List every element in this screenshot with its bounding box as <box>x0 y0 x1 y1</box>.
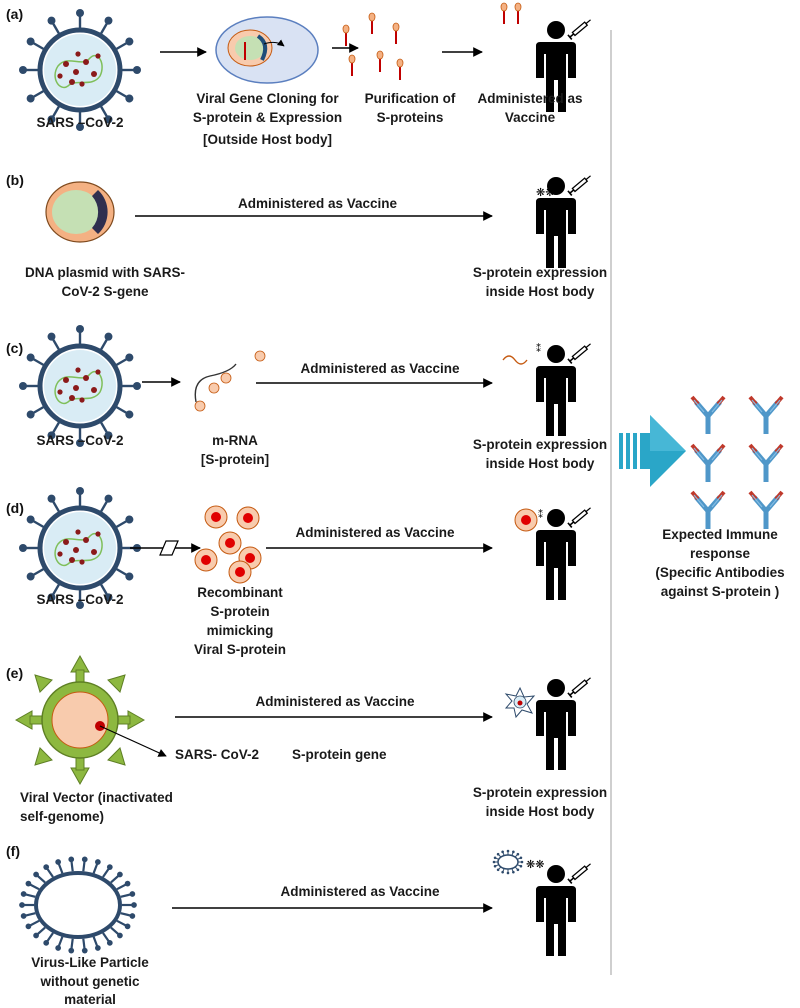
vlp-label-line-2: without genetic <box>40 974 140 989</box>
recombinant-label-line-4: Viral S-protein <box>193 642 287 657</box>
panel-letter-e: (e) <box>6 665 24 681</box>
mrna-icon <box>194 350 266 412</box>
expression-label-line-1: S-protein expression <box>472 785 608 800</box>
panel-c-graphics: ⁑ <box>19 325 594 447</box>
virus-label: SARS –CoV-2 <box>36 592 124 607</box>
recombinant-protein-icons <box>194 505 262 584</box>
big-arrow-icon <box>619 415 686 487</box>
virus-like-particle-icon <box>19 856 137 954</box>
panel-letter-b: (b) <box>6 172 24 188</box>
svg-text:⁑: ⁑ <box>536 342 541 355</box>
arrow-label-d: Administered as Vaccine <box>295 525 455 540</box>
arrow-label-e: Administered as Vaccine <box>255 694 415 709</box>
arrow-label-c: Administered as Vaccine <box>300 361 460 376</box>
outcome-label-line-3: (Specific Antibodies <box>655 565 785 580</box>
virus-label: SARS –CoV-2 <box>36 433 124 448</box>
virus-label: SARS –CoV-2 <box>36 115 124 130</box>
plasmid-label-line-2: CoV-2 S-gene <box>61 284 149 299</box>
panel-b-graphics: ❋❋ <box>45 172 594 269</box>
recombinant-label-line-1: Recombinant <box>197 585 283 600</box>
gene-label-virus: SARS- CoV-2 <box>175 747 260 762</box>
vlp-label-line-3: material <box>64 992 116 1007</box>
antibody-icons <box>692 397 782 529</box>
purification-label-line-1: Purification of <box>364 91 456 106</box>
cloning-label-line-2: S-protein & Expression <box>192 110 343 125</box>
gene-label-protein: S-protein gene <box>292 747 387 762</box>
panel-e-graphics <box>14 654 594 786</box>
panel-letter-f: (f) <box>6 843 20 859</box>
panel-letter-d: (d) <box>6 500 24 516</box>
cloning-label-line-3: [Outside Host body] <box>203 132 332 147</box>
vector-label-line-1: Viral Vector (inactivated <box>20 790 173 805</box>
vector-particle-icon <box>504 686 536 719</box>
administered-label-line-1: Administered as <box>477 91 583 106</box>
panel-f-graphics: ❋❋ <box>19 849 594 957</box>
person-icon <box>535 674 594 771</box>
s-protein-icons <box>342 12 404 81</box>
recombinant-label-line-2: S-protein <box>210 604 270 619</box>
svg-text:❋❋: ❋❋ <box>526 858 544 871</box>
mrna-label-line-1: m-RNA <box>212 433 258 448</box>
recombinant-label-line-3: mimicking <box>206 623 274 638</box>
plasmid-label-line-1: DNA plasmid with SARS- <box>24 265 185 280</box>
purification-label-line-2: S-proteins <box>376 110 444 125</box>
person-icon <box>535 340 594 437</box>
small-vlp-icon <box>492 849 524 875</box>
person-icon <box>535 504 594 601</box>
panel-letter-a: (a) <box>6 6 24 22</box>
outcome-label-line-4: against S-protein ) <box>660 584 780 599</box>
outcome-label-line-2: response <box>689 546 751 561</box>
vlp-label-line-1: Virus-Like Particle <box>31 955 149 970</box>
vector-label-line-2: self-genome) <box>20 809 105 824</box>
panel-d-graphics: ⁑ <box>19 487 594 609</box>
viral-vector-icon <box>14 654 146 786</box>
panel-letter-c: (c) <box>6 340 24 356</box>
arrow-label-f: Administered as Vaccine <box>280 884 440 899</box>
administered-label-line-2: Vaccine <box>504 110 556 125</box>
expression-label-line-2: inside Host body <box>485 804 595 819</box>
virus-icon <box>19 325 141 447</box>
arrow-label-b: Administered as Vaccine <box>237 196 398 211</box>
expression-label-line-2: inside Host body <box>485 456 595 471</box>
expression-label-line-2: inside Host body <box>485 284 595 299</box>
outcome-label-line-1: Expected Immune <box>662 527 778 542</box>
expression-label-line-1: S-protein expression <box>472 437 608 452</box>
svg-text:⁑: ⁑ <box>538 508 543 521</box>
mrna-label-line-2: [S-protein] <box>200 452 270 467</box>
outcome-graphics <box>619 397 782 529</box>
panel-a-graphics <box>19 2 594 131</box>
cloning-label-line-1: Viral Gene Cloning for <box>196 91 339 106</box>
expression-label-line-1: S-protein expression <box>472 265 608 280</box>
person-icon <box>535 860 594 957</box>
